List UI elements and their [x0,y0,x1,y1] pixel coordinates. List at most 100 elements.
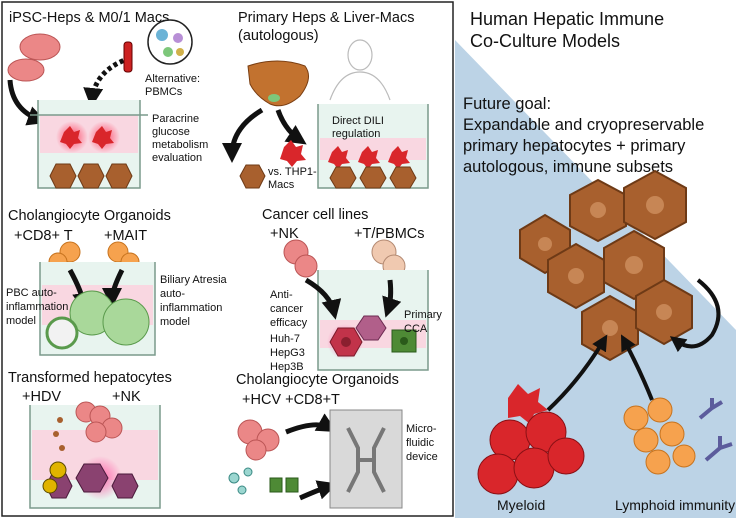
pbmc-magnifier-icon [147,19,193,65]
primary-direct-2: regulation [332,128,380,140]
microfluidic-channel [346,427,386,493]
myeloid-cell [547,437,585,475]
primary-cca-2: CCA [404,323,428,335]
hcv-labels: +HCV +CD8+T [242,392,340,408]
pbmc-cell-icon [176,48,184,56]
lymphoid-cell [633,427,659,453]
hepatocyte-nucleus [656,304,672,320]
ipsc-arrow [7,79,48,126]
ipsc-alt-label-2: PBMCs [145,86,183,98]
panel-hcv: Cholangiocyte Organoids +HCV +CD8+T Micr… [228,372,438,509]
device-label-1: Micro- [406,423,437,435]
pbc-label-1: PBC auto- [6,287,57,299]
device-label-3: device [406,451,438,463]
cancer-nk-label: +NK [270,226,299,242]
antibody-icon [698,398,724,420]
hcv-bottom-arrow [298,480,338,501]
right-section: Human Hepatic Immune Co-Culture Models F… [463,9,735,513]
ipsc-desc-1: Paracrine [152,113,199,125]
pbmc-cell-icon [156,29,168,41]
panel-cancer: Cancer cell lines +NK +T/PBMCs Anti- can… [262,207,442,373]
primary-macrophage-cell [280,140,306,167]
hepatocyte-nucleus [602,320,618,336]
hcv-organoid-cell [285,477,299,493]
ipsc-hepatocyte-layer [105,163,133,189]
hepatocyte-nucleus [538,237,552,251]
cancer-t-label: +T/PBMCs [354,226,425,242]
transformed-hepatocyte [111,473,139,499]
primary-hepatocyte-layer [359,166,387,189]
hcv-virus-icon [243,467,253,477]
liver-icon [247,60,310,107]
primary-macrophage-cell [328,146,350,169]
primary-arrow-left [222,107,264,163]
panel-transformed: Transformed hepatocytes +HDV +NK [8,370,172,509]
ipsc-dotted-arrow [83,55,131,108]
hdv-label: +HDV [22,389,61,405]
primary-macrophage-cell [388,146,410,169]
antibody-icon [704,436,733,462]
cholangio-mait-label: +MAIT [104,228,147,244]
ipsc-macrophage-cell [92,126,114,149]
hcv-organoid-cell [269,477,283,493]
primary-hepatocyte-layer [329,166,357,189]
ipsc-desc-2: glucose [152,126,190,138]
self-renewal-arrow [669,278,721,353]
goal-line-3: primary hepatocytes + primary [463,137,686,155]
hcv-virus-icon [228,472,240,484]
human-silhouette-icon [329,71,391,101]
hcv-top-arrow [285,413,337,435]
cell-line-3: Hep3B [270,361,304,373]
goal-line-2: Expandable and cryopreservable [463,116,704,134]
cancer-title: Cancer cell lines [262,207,368,223]
nk-arrow [304,277,342,320]
ipsc-desc-4: evaluation [152,152,202,164]
organoid-cross-section [45,316,79,350]
primary-title-1: Primary Heps & Liver-Macs [238,10,414,26]
gallbladder-icon [268,94,280,102]
panel-ipsc: iPSC-Heps & M0/1 Macs Alternative: PBMCs… [7,10,208,189]
hdv-infected-cell-icon [42,478,58,494]
myeloid-arrow [546,334,608,412]
organoid [102,298,150,346]
cancer-cell [355,315,387,341]
hepatocyte-nucleus [590,202,606,218]
pbc-label-3: model [6,315,36,327]
cell-line-1: Huh-7 [270,333,300,345]
primary-vs-2: Macs [268,179,295,191]
device-label-2: fluidic [406,437,435,449]
ba-label-4: model [160,316,190,328]
primary-cca-nucleus [400,337,408,345]
ipsc-hepatocyte-cell [7,58,45,82]
primary-hepatocyte-layer [389,166,417,189]
blood-tube-icon [123,41,133,73]
ipsc-hepatocyte-layer [49,163,77,189]
transformed-nk-label: +NK [112,389,141,405]
ba-label-1: Biliary Atresia [160,274,228,286]
goal-line-4: autologous, immune subsets [463,158,673,176]
hdv-infected-cell-icon [49,461,67,479]
lymphoid-cell [647,397,673,423]
hdv-virus-particle [59,445,65,451]
lymphoid-cell [623,405,649,431]
pbmc-cell-icon [163,47,173,57]
main-title-1: Human Hepatic Immune [470,9,664,29]
mait-arrow [102,268,125,308]
lymphoid-label: Lymphoid immunity [615,497,735,513]
hcv-cd8-cell [245,439,267,461]
primary-vs-1: vs. THP1- [268,166,317,178]
cell-line-2: HepG3 [270,347,305,359]
nk-cell [294,254,318,278]
pbc-label-2: inflammation [6,301,68,313]
ipsc-macrophage-cell [60,126,82,149]
primary-arrow-right [275,109,307,145]
hdv-virus-particle [57,417,63,423]
transformed-nk-cell [85,421,107,443]
ba-label-3: inflammation [160,302,222,314]
anti-cancer-1: Anti- [270,289,293,301]
transformed-title: Transformed hepatocytes [8,370,172,386]
primary-hepatocyte-cell [239,164,266,189]
panel-cholangio: Cholangiocyte Organoids +CD8+ T +MAIT PB… [6,208,228,356]
